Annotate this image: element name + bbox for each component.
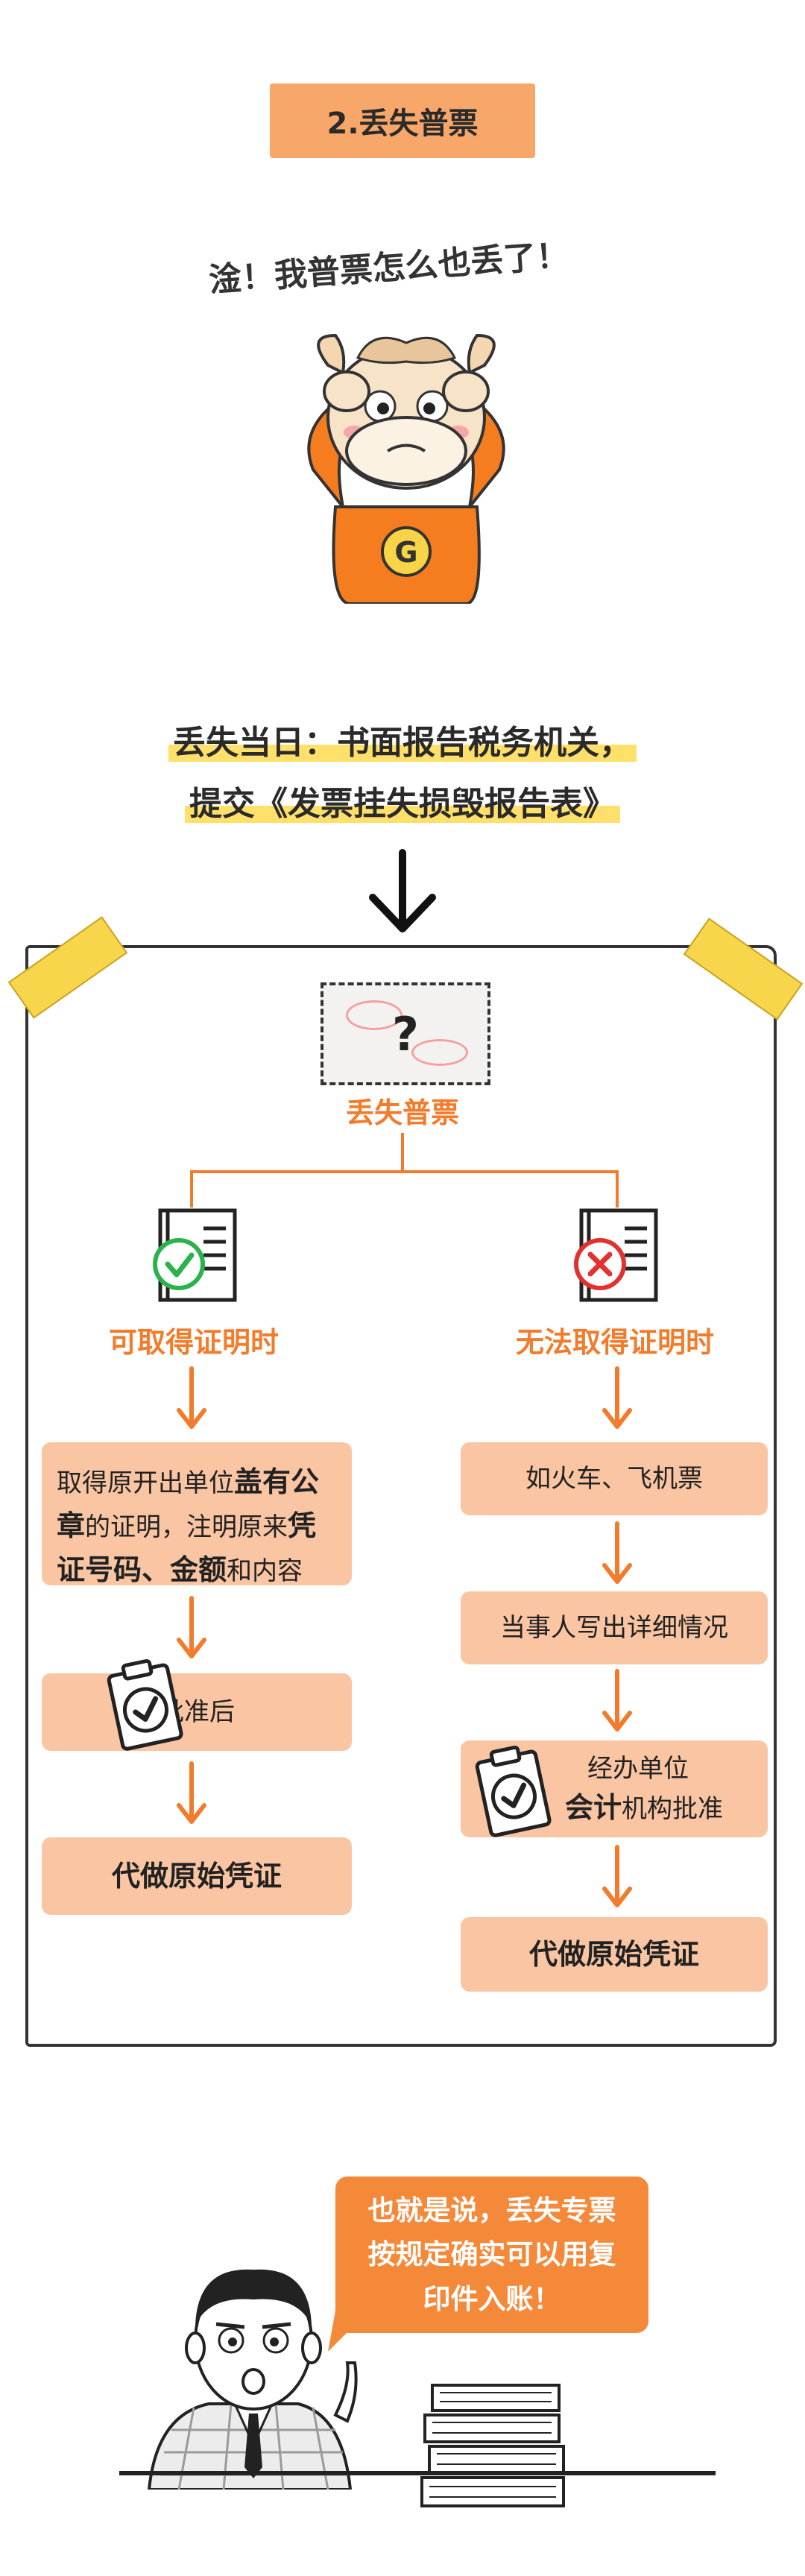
lost-ticket-icon: ? [321,982,490,1085]
arrow-down-icon [602,1366,632,1429]
exclaim-text: 淦！我普票怎么也丢了！ [207,236,570,300]
section-title-text: 2.丢失普票 [326,107,479,141]
speech-bubble: 也就是说，丢失专票 按规定确实可以用复 印件入账！ [335,2176,648,2333]
arrow-down-icon [602,1521,632,1584]
arrow-down-icon [177,1761,206,1824]
speech-bubble-tail [328,2311,369,2352]
clipboard-check-icon [107,1658,183,1751]
books-stack-icon [420,2384,565,2507]
arrow-down-icon [602,1669,632,1731]
lost-ticket-label: 丢失普票 [345,1096,459,1129]
headline-line2: 提交《发票挂失损毁报告表》 [0,777,805,824]
arrow-down-icon [177,1596,206,1658]
arrow-down-icon [602,1845,632,1907]
section-title: 2.丢失普票 [270,83,535,158]
left-branch-label: 可取得证明时 [108,1326,279,1359]
man-character-illustration [147,2269,358,2490]
right-step-1: 如火车、飞机票 [461,1442,768,1515]
arrow-down-icon [177,1366,206,1429]
left-step-1: 取得原开出单位盖有公 章的证明，注明原来凭 证号码、金额和内容 [42,1442,352,1586]
desk-line [119,2471,716,2475]
connector-right [616,1170,619,1208]
right-step-2: 当事人写出详细情况 [461,1591,768,1664]
mascot-logo-letter: G [394,536,417,569]
left-step-2: 批准后 [42,1673,352,1751]
connector-stem [401,1133,404,1170]
headline-line1: 丢失当日：书面报告税务机关， [0,716,805,763]
question-mark: ? [392,1006,419,1061]
document-check-icon [153,1208,237,1302]
document-cross-icon [574,1208,658,1302]
connector-horizontal [190,1170,619,1173]
connector-left [190,1170,193,1208]
right-step-4: 代做原始凭证 [461,1917,768,1992]
clipboard-check-icon [475,1745,552,1837]
cow-mascot-illustration: G [307,333,505,604]
down-arrow-icon [369,849,436,932]
left-step-3: 代做原始凭证 [42,1837,352,1915]
right-branch-label: 无法取得证明时 [515,1326,714,1359]
